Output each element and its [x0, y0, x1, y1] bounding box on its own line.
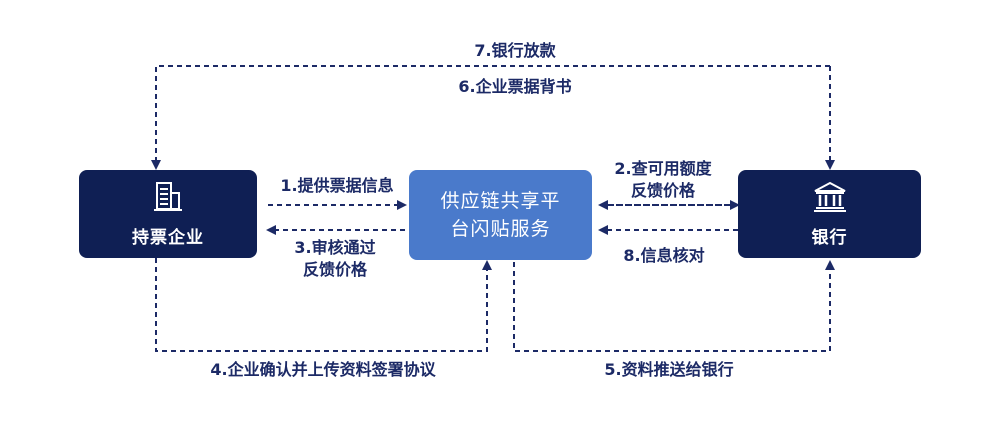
arrow-5: [513, 260, 835, 352]
label-6: 6.企业票据背书: [458, 77, 572, 96]
label-5: 5.资料推送给银行: [604, 360, 734, 379]
node-enterprise: 持票企业: [79, 170, 257, 258]
label-8: 8.信息核对: [623, 246, 705, 265]
label-3: 3.审核通过 反馈价格: [294, 238, 376, 279]
label-2: 2.查可用额度 反馈价格: [614, 159, 712, 200]
building-icon: [153, 181, 183, 217]
node-bank: 银行: [738, 170, 921, 258]
bank-icon: [813, 181, 847, 217]
enterprise-label: 持票企业: [132, 227, 204, 248]
label-1: 1.提供票据信息: [280, 176, 394, 195]
node-platform: 供应链共享平 台闪贴服务: [409, 170, 592, 260]
label-7: 7.银行放款: [474, 41, 556, 60]
label-4: 4.企业确认并上传资料签署协议: [210, 360, 436, 379]
platform-label: 供应链共享平 台闪贴服务: [440, 190, 561, 240]
arrow-4: [155, 258, 492, 352]
arrow-7-loan: [151, 65, 830, 170]
bank-label: 银行: [811, 227, 848, 248]
